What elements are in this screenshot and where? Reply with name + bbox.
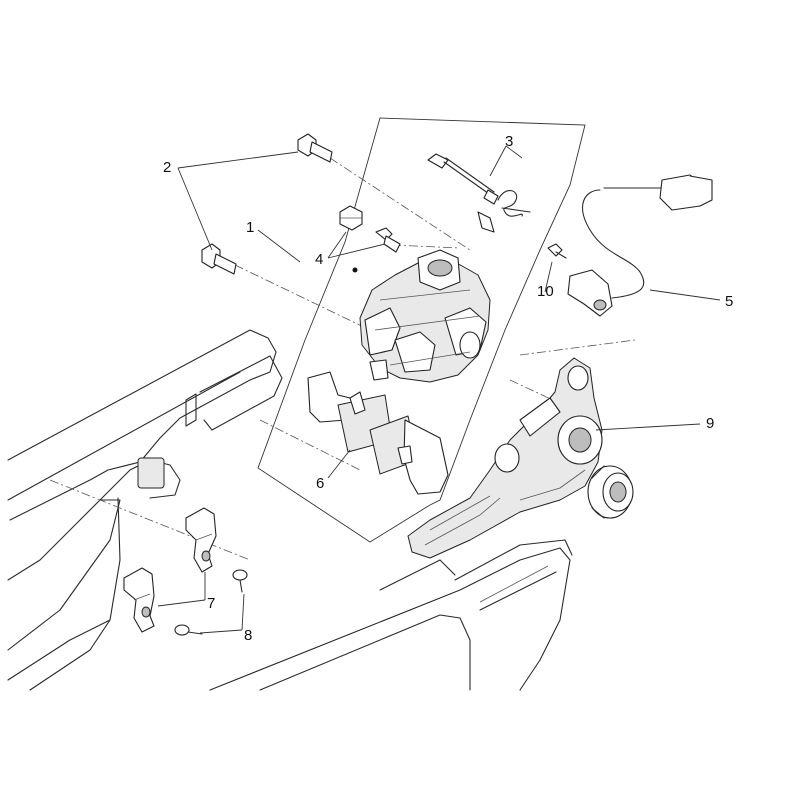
callout-2: 2 [163,159,171,176]
callout-4: 4 [315,251,323,268]
hose-clip-lower [123,567,155,633]
caliper-carrier-bracket [407,357,603,559]
bleed-valve [375,227,401,253]
abs-sensor-cable [582,174,713,299]
speed-sensor [567,269,613,317]
hose-clip-upper [185,507,217,573]
clip-screw-lower [174,624,203,636]
clip-screw-upper [232,569,248,593]
caliper-group-outline [257,117,586,543]
callout-9: 9 [706,415,714,432]
callout-5: 5 [725,293,733,310]
lower-frame [209,539,573,691]
leader-lines [157,145,721,634]
brake-pad-rear [369,415,449,495]
brake-caliper [359,249,491,383]
callout-10: 10 [537,283,554,300]
callout-3: 3 [505,133,513,150]
callout-labels: 2 1 3 4 5 6 7 8 9 10 [163,133,733,644]
assembly-dot [352,267,358,273]
spacer-bushing [587,465,634,519]
bolt-lower [201,243,237,275]
bleed-fitting-cap [339,205,363,231]
callout-8: 8 [244,627,252,644]
swingarm-frame [7,329,283,691]
callout-7: 7 [207,595,215,612]
pad-pin-and-spring [427,153,531,233]
callout-6: 6 [316,475,324,492]
callout-1: 1 [246,219,254,236]
bolt-upper [297,133,333,163]
sensor-screw [547,243,567,259]
